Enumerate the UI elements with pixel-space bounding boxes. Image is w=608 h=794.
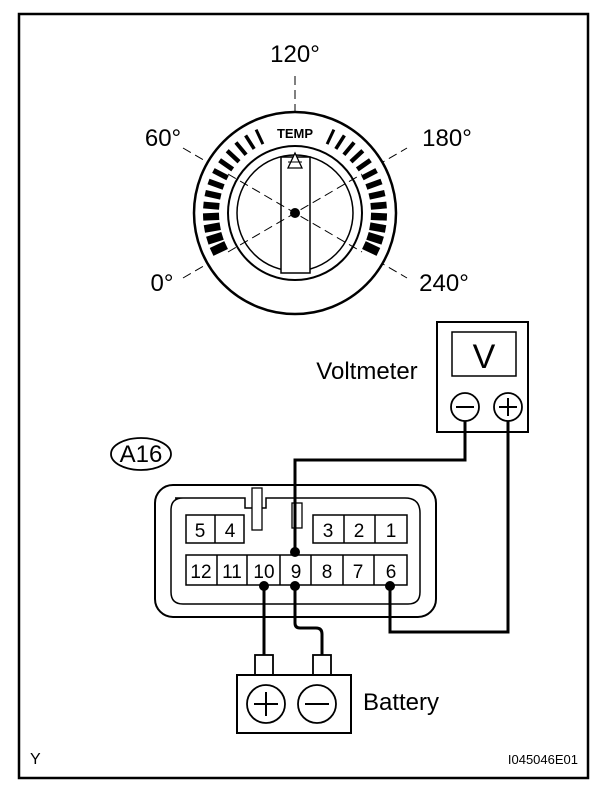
voltmeter-label: Voltmeter — [316, 358, 417, 385]
probe-dot-pin9-top — [290, 547, 300, 557]
connector-inner-wall — [170, 497, 421, 605]
temp-dial: TEMP 120° 60° 180° 0° 240° — [145, 41, 472, 316]
dial-scale-tick — [365, 178, 383, 190]
dial-scale-tick — [355, 158, 372, 172]
pin-4: 4 — [225, 521, 236, 542]
dial-scale-tick — [342, 141, 356, 157]
dial-scale-tick — [225, 149, 241, 164]
diagram-border — [17, 12, 590, 780]
dial-scale-tick — [334, 134, 346, 150]
dial-scale-tick — [207, 178, 225, 190]
dial-scale-tick — [206, 231, 224, 245]
angle-label-120: 120° — [270, 41, 320, 68]
footer-left-mark: Y — [30, 751, 41, 768]
dial-scale-tick — [369, 222, 387, 233]
angle-label-240: 240° — [419, 270, 469, 297]
voltmeter-display — [451, 331, 517, 377]
angle-label-180: 180° — [422, 125, 472, 152]
dial-scale-tick — [204, 190, 222, 200]
wiring — [262, 421, 510, 655]
voltmeter-display-text: V — [473, 338, 496, 376]
dial-scale-tick — [349, 149, 365, 164]
pin-2: 2 — [354, 521, 365, 542]
dial-scale-tick — [370, 212, 388, 221]
voltmeter: Voltmeter V — [316, 321, 529, 433]
probe-dot-pin9-bottom — [290, 581, 300, 591]
pin-7: 7 — [353, 562, 364, 583]
pin-8: 8 — [322, 562, 333, 583]
probe-dot-pin10 — [259, 581, 269, 591]
pin-6: 6 — [386, 562, 397, 583]
dial-scale-tick — [212, 168, 229, 181]
connector-id-badge — [110, 437, 172, 471]
dial-scale-tick — [202, 212, 220, 221]
dial-scale-tick — [244, 134, 256, 150]
dial-scale-tick — [362, 241, 381, 256]
dial-scale-tick — [203, 201, 220, 210]
pin-1: 1 — [386, 521, 397, 542]
dial-scale-tick — [361, 168, 378, 181]
dial-temp-label: TEMP — [277, 126, 313, 141]
dial-scale-tick — [325, 128, 336, 145]
wire-voltmeter-plus-to-pin6 — [388, 421, 510, 634]
dial-triangle-marker-icon — [286, 151, 304, 169]
dial-scale-tick — [203, 222, 221, 233]
dial-scale-ticks — [202, 128, 388, 256]
angle-label-0: 0° — [151, 270, 174, 297]
dial-scale-tick — [366, 231, 384, 245]
connector-id-label: A16 — [120, 441, 163, 468]
dial-centre-dot — [290, 208, 300, 218]
battery: Battery — [236, 654, 439, 734]
dial-scale-tick — [368, 190, 386, 200]
dial-scale-tick — [370, 201, 387, 210]
wire-voltmeter-minus-to-pin9 — [293, 421, 467, 552]
pin-9: 9 — [291, 562, 302, 583]
battery-minus-post — [312, 654, 332, 676]
probe-dot-pin6 — [385, 581, 395, 591]
pin-10: 10 — [253, 562, 274, 583]
dial-scale-tick — [234, 141, 248, 157]
wire-pin9-to-battery-minus — [293, 586, 324, 655]
pin-5: 5 — [195, 521, 206, 542]
dial-scale-tick — [209, 241, 228, 256]
battery-label: Battery — [363, 689, 439, 716]
battery-plus-post — [254, 654, 274, 676]
dial-scale-tick — [254, 128, 265, 145]
figure-code: I045046E01 — [508, 752, 578, 767]
pin-11: 11 — [222, 562, 242, 583]
dial-scale-tick — [218, 158, 235, 172]
connector-latch — [251, 487, 263, 531]
pin-12: 12 — [190, 562, 211, 583]
pin-3: 3 — [323, 521, 334, 542]
angle-label-60: 60° — [145, 125, 181, 152]
